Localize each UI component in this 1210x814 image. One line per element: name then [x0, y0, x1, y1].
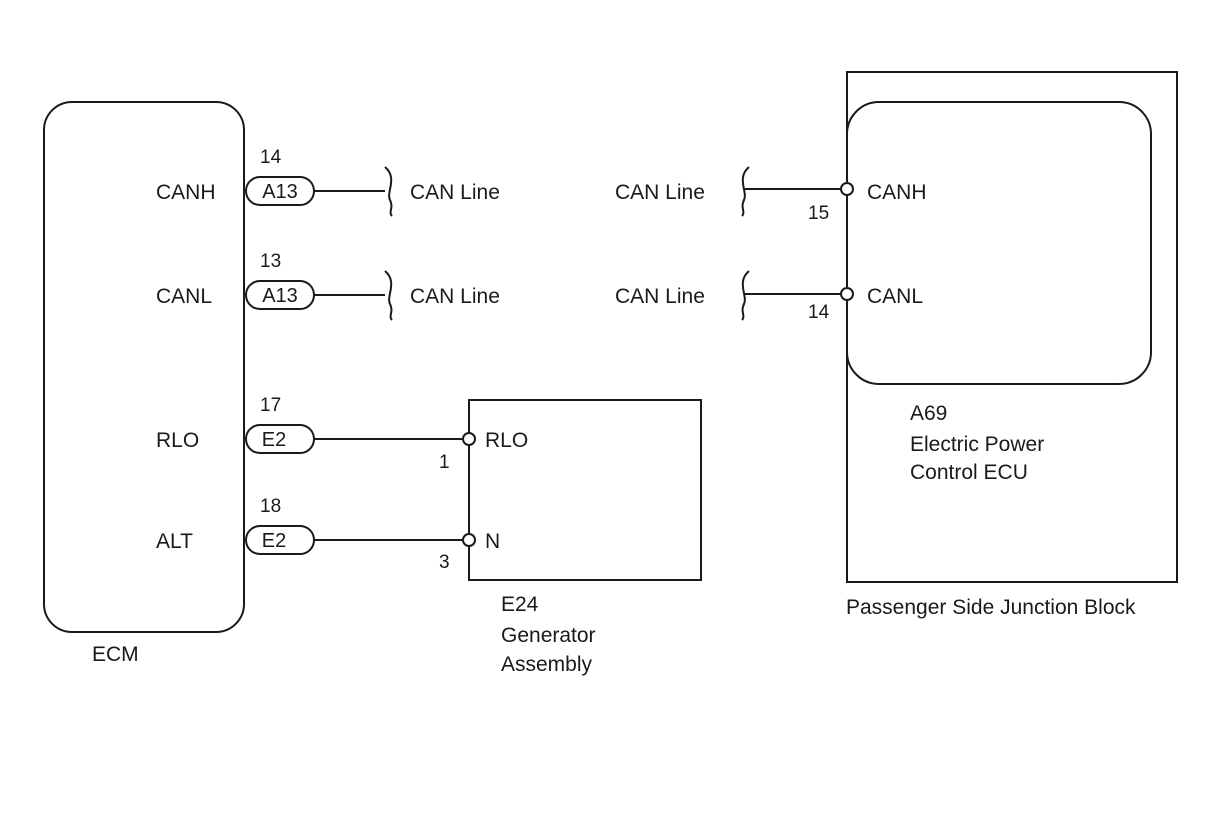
generator-pin-n: 3	[439, 552, 450, 573]
connector-canh-label: A13	[262, 181, 298, 203]
can-line-label-canh-right: CAN Line	[615, 181, 705, 204]
ecu-name-line2: Control ECU	[910, 461, 1028, 484]
generator-name-line2: Assembly	[501, 653, 593, 676]
generator-code: E24	[501, 593, 539, 616]
can-break-icon	[741, 270, 750, 321]
ecm-pin-alt: 18	[260, 496, 281, 517]
can-break-icon	[741, 166, 750, 217]
ecm-signal-alt: ALT	[156, 530, 193, 553]
can-line-label-canl-left: CAN Line	[410, 285, 500, 308]
ecm-pin-canl: 13	[260, 251, 281, 272]
ecu-terminal-canl: CANL	[867, 285, 923, 308]
ecu-box	[846, 101, 1152, 385]
ecm-signal-canh: CANH	[156, 181, 216, 204]
connector-alt: E2	[245, 525, 315, 555]
connector-rlo-label: E2	[262, 429, 286, 451]
connector-alt-label: E2	[262, 530, 286, 552]
generator-box	[468, 399, 702, 581]
can-line-label-canl-right: CAN Line	[615, 285, 705, 308]
ecu-name-line1: Electric Power	[910, 433, 1044, 456]
terminal-canl	[840, 287, 854, 301]
ecu-code: A69	[910, 402, 947, 425]
ecm-pin-rlo: 17	[260, 395, 281, 416]
connector-canl: A13	[245, 280, 315, 310]
ecu-terminal-canh: CANH	[867, 181, 927, 204]
connector-rlo: E2	[245, 424, 315, 454]
ecm-signal-rlo: RLO	[156, 429, 199, 452]
ecu-pin-canh: 15	[808, 203, 829, 224]
ecu-pin-canl: 14	[808, 302, 830, 323]
generator-terminal-n: N	[485, 530, 500, 553]
generator-pin-rlo: 1	[439, 452, 450, 473]
can-break-icon	[384, 166, 393, 217]
terminal-n	[462, 533, 476, 547]
can-line-label-canh-left: CAN Line	[410, 181, 500, 204]
junction-block-box	[846, 71, 1178, 583]
ecm-label: ECM	[92, 643, 139, 666]
connector-canh: A13	[245, 176, 315, 206]
generator-terminal-rlo: RLO	[485, 429, 528, 452]
generator-name-line1: Generator	[501, 624, 596, 647]
terminal-rlo	[462, 432, 476, 446]
junction-block-label: Passenger Side Junction Block	[846, 596, 1136, 619]
connector-canl-label: A13	[262, 285, 298, 307]
can-break-icon	[384, 270, 393, 321]
ecm-box	[43, 101, 245, 633]
ecm-signal-canl: CANL	[156, 285, 212, 308]
terminal-canh	[840, 182, 854, 196]
ecm-pin-canh: 14	[260, 147, 282, 168]
